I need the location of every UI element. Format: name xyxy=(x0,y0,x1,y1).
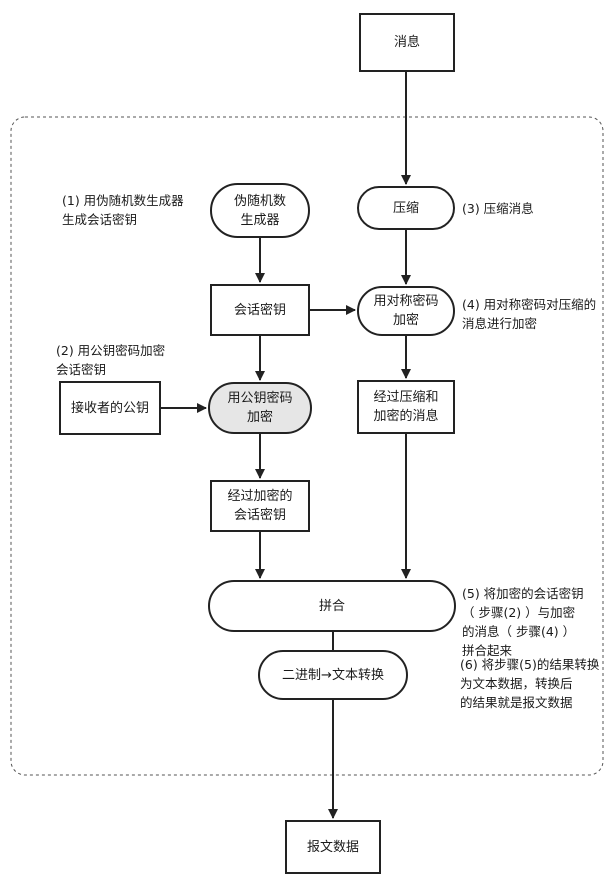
note-step4: (4) 用对称密码对压缩的 消息进行加密 xyxy=(462,297,597,331)
node-encrypted-session-key: 经过加密的 会话密钥 xyxy=(210,480,310,532)
note-step6: (6) 将步骤(5)的结果转换 为文本数据，转换后 的结果就是报文数据 xyxy=(460,657,600,710)
note-step2: (2) 用公钥密码加密 会话密钥 xyxy=(56,343,166,377)
node-compress: 压缩 xyxy=(357,186,455,230)
node-report-data: 报文数据 xyxy=(285,820,381,874)
note-step1: (1) 用伪随机数生成器 生成会话密钥 xyxy=(62,193,184,227)
note-step3: (3) 压缩消息 xyxy=(462,201,534,216)
node-message: 消息 xyxy=(359,13,455,72)
node-session-key: 会话密钥 xyxy=(210,284,310,336)
note-step5: (5) 将加密的会话密钥 （ 步骤(2) ）与加密 的消息（ 步骤(4) ） 拼… xyxy=(462,586,584,658)
node-compressed-encrypted-message: 经过压缩和 加密的消息 xyxy=(357,380,455,434)
dashed-boundary xyxy=(10,116,604,776)
node-binary-to-text: 二进制→文本转换 xyxy=(258,650,408,700)
node-symmetric-encrypt: 用对称密码 加密 xyxy=(357,286,455,336)
node-receiver-public-key: 接收者的公钥 xyxy=(59,381,161,435)
node-public-key-encrypt: 用公钥密码 加密 xyxy=(208,382,312,434)
node-prng: 伪随机数 生成器 xyxy=(210,183,310,238)
node-combine: 拼合 xyxy=(208,580,456,632)
